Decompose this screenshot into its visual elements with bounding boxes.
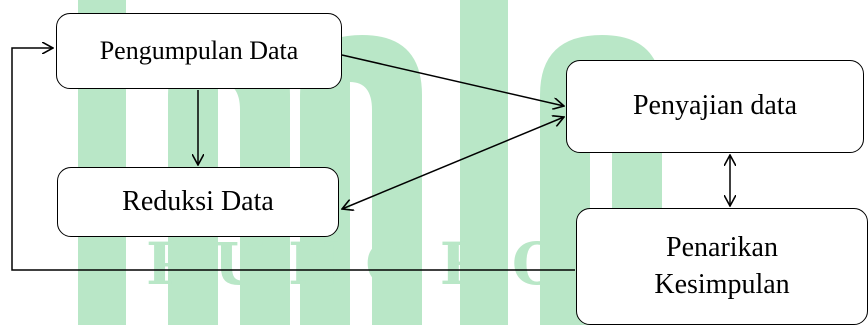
node-penyajian-data-label: Penyajian data bbox=[632, 90, 798, 122]
node-pengumpulan-data: Pengumpulan Data bbox=[56, 13, 342, 89]
node-reduksi-data: Reduksi Data bbox=[57, 167, 339, 237]
node-pengumpulan-data-label: Pengumpulan Data bbox=[99, 36, 299, 66]
node-reduksi-data-label: Reduksi Data bbox=[122, 185, 274, 217]
node-penarikan-line1: Penarikan bbox=[666, 232, 778, 264]
watermark-text: PUNORO bbox=[146, 230, 586, 298]
node-penyajian-data: Penyajian data bbox=[566, 60, 864, 153]
node-penarikan-kesimpulan: Penarikan Kesimpulan bbox=[576, 208, 868, 325]
node-penarikan-line2: Kesimpulan bbox=[654, 268, 790, 300]
